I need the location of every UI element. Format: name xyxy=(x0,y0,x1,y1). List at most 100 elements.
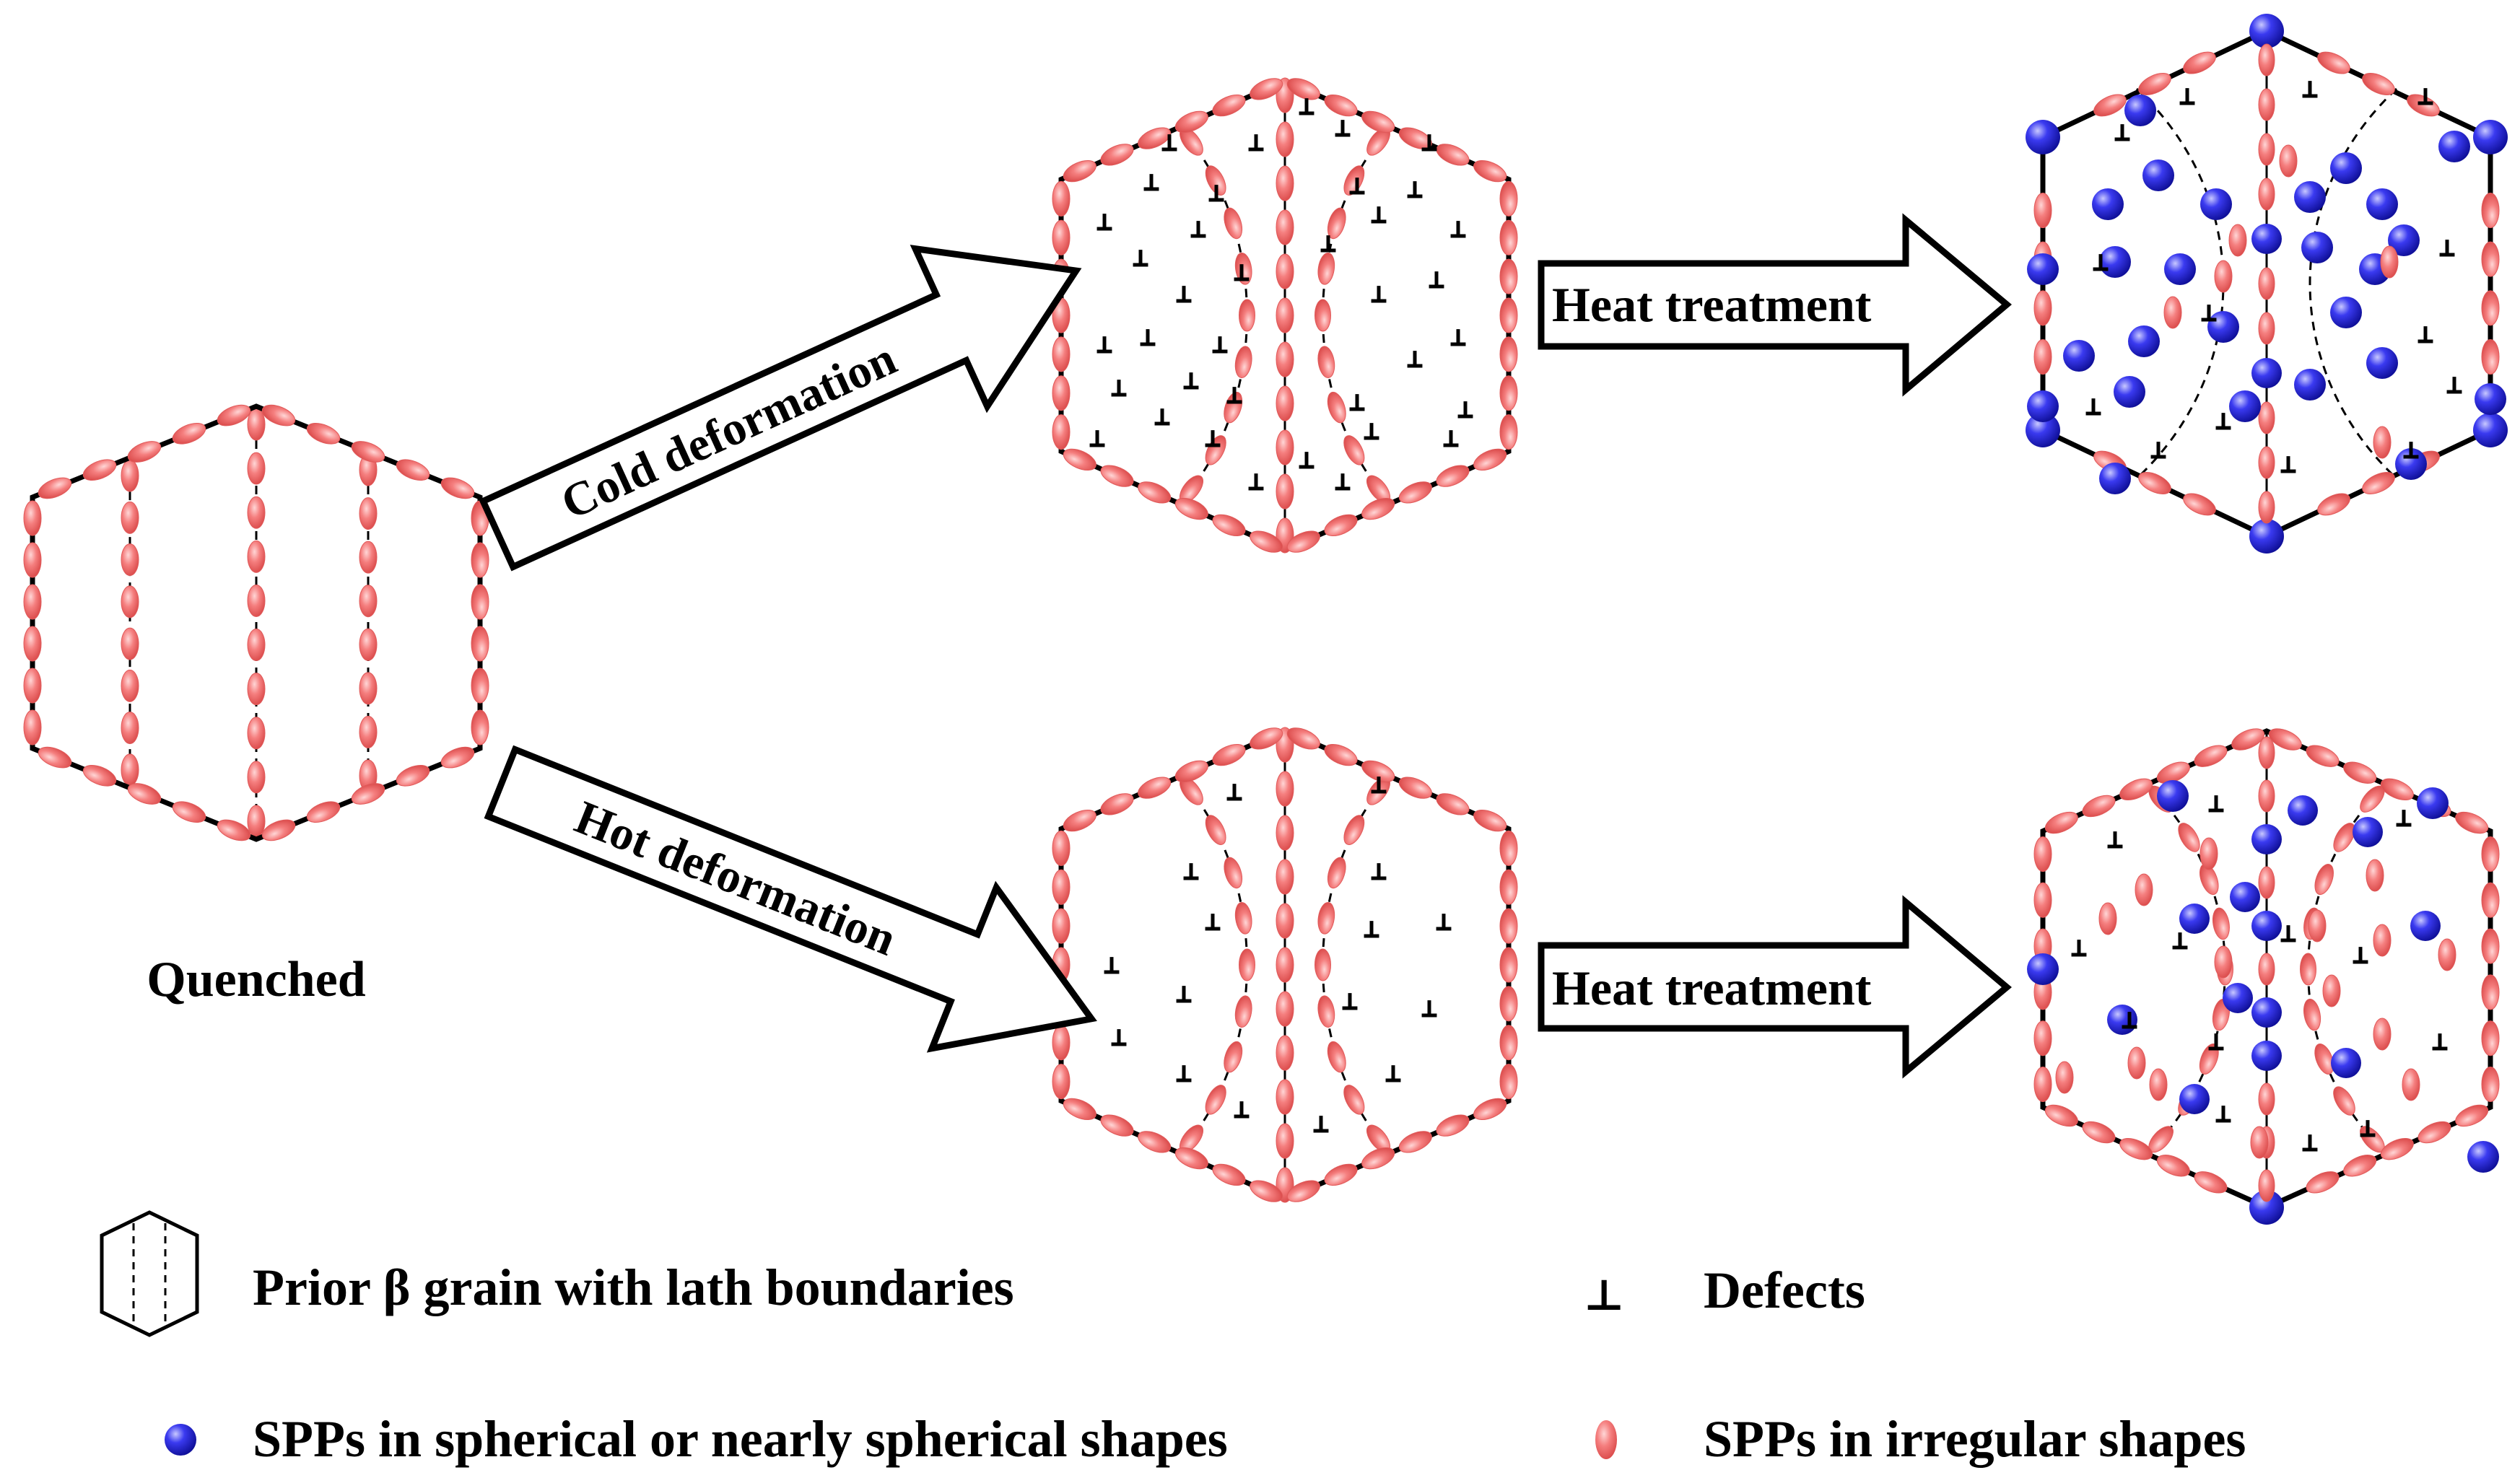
defect-mark xyxy=(2280,925,2296,942)
spherical-spp xyxy=(2107,1005,2137,1035)
irregular-spp xyxy=(396,459,430,481)
defect-mark xyxy=(1161,134,1177,152)
irregular-spp xyxy=(2258,1169,2275,1202)
irregular-spp xyxy=(2033,1020,2052,1057)
irregular-spp xyxy=(2317,51,2350,74)
irregular-spp xyxy=(1138,127,1172,149)
irregular-spp xyxy=(2082,1121,2116,1144)
irregular-spp xyxy=(1052,180,1071,216)
defect-mark xyxy=(2439,240,2455,257)
irregular-spp xyxy=(2163,296,2182,329)
irregular-spp xyxy=(1052,830,1071,866)
cold-deformed-grain xyxy=(1052,77,1518,554)
irregular-spp xyxy=(2481,241,2500,277)
irregular-spp xyxy=(121,712,139,745)
defect-mark xyxy=(1436,914,1452,931)
irregular-spp xyxy=(247,540,266,573)
irregular-spp xyxy=(396,764,430,787)
irregular-spp xyxy=(1205,435,1226,465)
defect-mark xyxy=(1450,221,1466,238)
irregular-spp xyxy=(1398,1131,1432,1153)
irregular-spp xyxy=(2199,1044,2219,1075)
lath-boundary xyxy=(2308,87,2398,480)
irregular-spp xyxy=(23,500,42,536)
irregular-spp xyxy=(1499,869,1518,905)
irregular-spp xyxy=(2258,446,2275,479)
quenched-label: Quenched xyxy=(147,952,365,1007)
defect-mark xyxy=(1205,430,1221,447)
defect-mark xyxy=(1371,206,1387,224)
irregular-spp xyxy=(1276,429,1294,465)
irregular-spp xyxy=(2333,1086,2355,1116)
irregular-spp xyxy=(1473,1098,1507,1121)
irregular-spp xyxy=(2044,811,2078,834)
irregular-spp xyxy=(1317,901,1335,935)
irregular-spp xyxy=(1276,1079,1294,1115)
irregular-spp xyxy=(1324,514,1358,537)
irregular-spp xyxy=(471,542,489,578)
irregular-spp xyxy=(2322,974,2341,1007)
defect-mark xyxy=(2208,1033,2224,1051)
cold-deformation-label: Cold deformation xyxy=(554,332,904,530)
defect-mark xyxy=(1349,394,1365,411)
defect-mark xyxy=(2107,831,2123,849)
irregular-spp xyxy=(1276,771,1294,807)
irregular-spp xyxy=(1063,1098,1096,1121)
irregular-spp xyxy=(247,629,266,662)
irregular-spp xyxy=(1276,253,1294,289)
irregular-spp xyxy=(121,753,139,787)
irregular-spp xyxy=(1224,1041,1243,1073)
irregular-spp xyxy=(2258,88,2275,121)
irregular-spp xyxy=(261,404,296,426)
irregular-spp xyxy=(2380,778,2414,801)
irregular-spp xyxy=(2481,836,2500,872)
spherical-spp xyxy=(2330,152,2362,184)
spherical-spp xyxy=(2294,369,2326,401)
irregular-spp xyxy=(2417,1121,2451,1144)
irregular-spp xyxy=(1317,995,1335,1028)
spherical-spp xyxy=(2473,120,2508,154)
irregular-spp xyxy=(2438,938,2456,971)
irregular-spp xyxy=(1052,375,1071,411)
irregular-spp xyxy=(1276,385,1294,421)
legend-spherical-label: SPPs in spherical or nearly spherical sh… xyxy=(253,1410,1228,1468)
irregular-spp xyxy=(2214,945,2233,979)
irregular-spp xyxy=(1398,127,1432,149)
irregular-spp xyxy=(2303,998,2321,1031)
irregular-spp xyxy=(2258,779,2275,813)
irregular-spp xyxy=(2407,94,2440,117)
irregular-spp xyxy=(121,585,139,618)
defect-mark xyxy=(1450,329,1466,346)
spherical-spp xyxy=(2026,120,2060,154)
irregular-spp xyxy=(2194,745,2228,767)
irregular-spp xyxy=(2314,864,2334,896)
irregular-spp xyxy=(1212,743,1246,766)
irregular-spp xyxy=(1499,947,1518,983)
irregular-spp xyxy=(1212,94,1246,117)
irregular-spp xyxy=(1499,986,1518,1022)
irregular-spp xyxy=(1499,1064,1518,1100)
irregular-spp xyxy=(247,761,266,794)
irregular-spp xyxy=(121,501,139,534)
irregular-spp xyxy=(1499,830,1518,866)
spherical-spp xyxy=(2331,1048,2361,1078)
irregular-spp xyxy=(1499,414,1518,450)
irregular-spp xyxy=(2481,882,2500,918)
irregular-spp xyxy=(2258,312,2275,345)
defect-mark xyxy=(1364,921,1379,938)
irregular-spp xyxy=(1324,743,1358,766)
irregular-spp xyxy=(1314,299,1332,332)
irregular-spp xyxy=(2306,1171,2340,1194)
legend: Prior β grain with lath boundaries ⊥ Def… xyxy=(100,1210,2246,1468)
defect-mark xyxy=(1133,250,1148,267)
spherical-spp xyxy=(2438,131,2470,162)
defect-mark xyxy=(1335,473,1351,491)
irregular-spp xyxy=(2082,795,2116,818)
defect-mark xyxy=(1176,986,1192,1003)
irregular-spp xyxy=(2199,837,2218,870)
irregular-spp xyxy=(261,819,296,841)
irregular-spp xyxy=(1100,465,1134,487)
spherical-spp xyxy=(2251,224,2282,254)
heat-treatment-arrow-bottom: Heat treatment xyxy=(1538,895,2012,1079)
irregular-spp xyxy=(1212,1163,1246,1186)
